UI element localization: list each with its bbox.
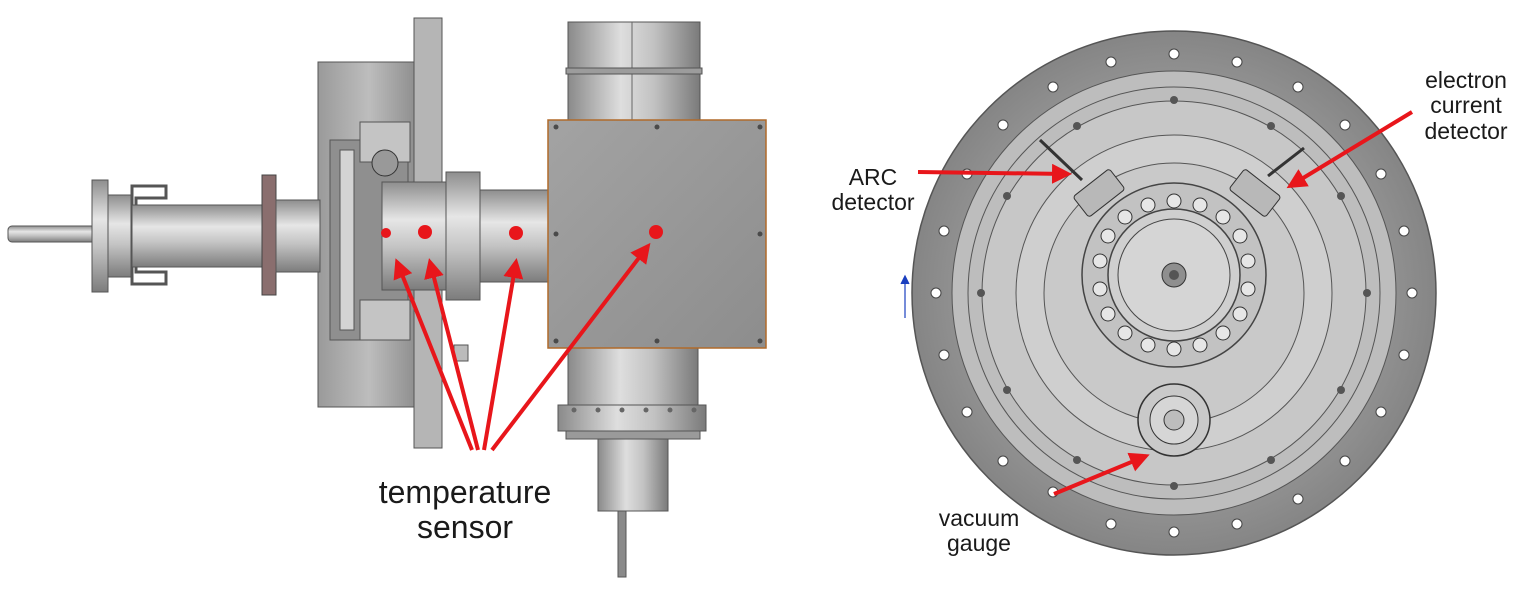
temperature-sensor-line2: sensor	[416, 509, 514, 546]
vacuum-gauge-line2: gauge	[947, 530, 1011, 557]
vacuum-gauge-part	[1137, 383, 1211, 457]
temperature-sensor-line1: temperature	[378, 474, 552, 510]
arc-detector-line1: ARC	[848, 164, 898, 190]
side-view-assembly	[7, 17, 767, 578]
temperature-sensor-label: temperature sensor	[360, 474, 570, 546]
electron-current-line3: detector	[1424, 117, 1508, 144]
vertical-chamber-top	[565, 21, 703, 123]
electron-current-line2: current	[1430, 92, 1502, 119]
electron-current-line1: electron	[1425, 67, 1507, 93]
electron-detector-part	[1229, 146, 1305, 217]
front-view-flange	[900, 30, 1437, 556]
temperature-sensor-arrows	[393, 242, 651, 452]
front-view-arrows	[917, 110, 1414, 496]
vertical-chamber-bottom	[557, 347, 707, 578]
outer-bolt-holes	[930, 48, 1418, 538]
electron-current-detector-label: electron current detector	[1410, 67, 1522, 144]
center-ring-cluster	[1092, 193, 1256, 357]
inner-bolts	[977, 96, 1371, 490]
arc-detector-label: ARC detector	[818, 164, 928, 216]
axis-indicator	[900, 274, 910, 318]
vacuum-gauge-line1: vacuum	[938, 505, 1020, 531]
arc-detector-part	[1038, 138, 1125, 217]
arc-detector-line2: detector	[831, 189, 915, 216]
vacuum-gauge-label: vacuum gauge	[920, 505, 1038, 557]
probe-tube	[7, 171, 553, 301]
temperature-sensor-points	[381, 225, 663, 240]
